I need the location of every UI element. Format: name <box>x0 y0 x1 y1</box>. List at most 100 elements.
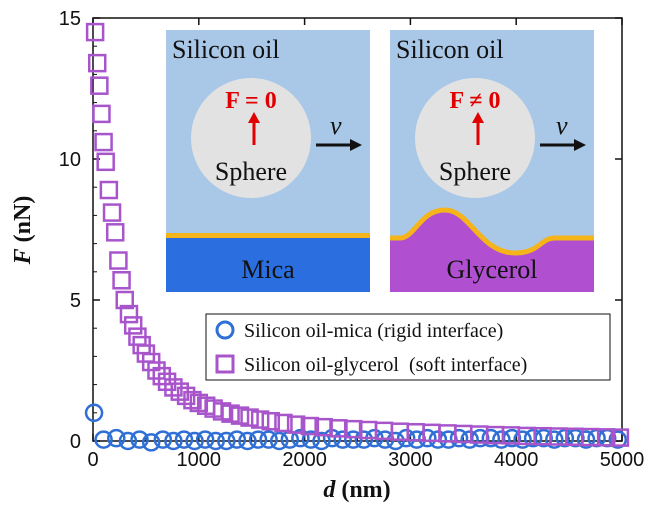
inset-soft-velocity-arrowhead <box>574 139 586 151</box>
inset-rigid-sphere-label: Sphere <box>215 157 287 186</box>
inset-soft-force-label: F ≠ 0 <box>450 88 501 114</box>
x-axis-unit: (nm) <box>341 477 390 503</box>
inset-rigid-sphere <box>191 78 311 198</box>
legend-label-glycerol: Silicon oil-glycerol (soft interface) <box>244 354 527 376</box>
inset-rigid-force-arrowhead <box>248 112 260 123</box>
inset-soft: Silicon oil F ≠ 0 Sphere v Glycerol <box>390 30 594 292</box>
data-point-glycerol <box>90 76 109 95</box>
data-point-mica <box>418 428 437 448</box>
data-point-glycerol <box>123 316 143 335</box>
data-point-mica <box>396 428 416 448</box>
data-point-mica <box>301 430 321 449</box>
data-point-mica <box>576 430 596 449</box>
data-point-mica <box>84 403 104 423</box>
x-tick-label: 4000 <box>494 449 539 471</box>
x-axis-variable: d <box>323 477 336 503</box>
data-point-mica <box>164 431 183 451</box>
data-point-mica <box>217 431 236 451</box>
data-point-glycerol <box>92 104 111 124</box>
data-point-mica <box>386 431 405 451</box>
data-point-mica <box>130 430 149 449</box>
data-point-glycerol <box>183 390 202 410</box>
data-point-mica <box>492 430 511 449</box>
x-tick-label: 5000 <box>600 449 645 471</box>
x-tick-label: 2000 <box>282 449 327 471</box>
x-tick-label: 1000 <box>177 449 222 471</box>
inset-rigid-substrate <box>166 237 370 292</box>
data-point-mica <box>545 430 564 449</box>
inset-soft-velocity-label: v <box>556 111 568 140</box>
data-point-glycerol <box>96 152 115 172</box>
data-point-mica <box>238 431 257 451</box>
data-point-mica <box>460 430 479 449</box>
data-point-glycerol <box>157 372 177 392</box>
legend-box <box>205 313 611 381</box>
legend: Silicon oil-mica (rigid interface) Silic… <box>205 313 611 381</box>
x-axis-label: d (nm) <box>323 477 390 503</box>
data-point-mica <box>449 428 469 448</box>
inset-rigid-force-label: F = 0 <box>225 88 276 114</box>
y-tick-label: 0 <box>70 431 81 453</box>
data-point-mica <box>312 431 331 451</box>
data-point-mica <box>608 430 628 449</box>
data-point-mica <box>523 428 543 448</box>
data-point-glycerol <box>87 53 107 73</box>
data-point-mica <box>153 430 173 449</box>
data-point-mica <box>344 430 363 449</box>
inset-soft-substrate <box>390 212 594 292</box>
y-tick-label: 15 <box>59 8 81 30</box>
data-point-mica <box>259 430 278 449</box>
inset-soft-sphere-label: Sphere <box>439 157 511 186</box>
data-point-mica <box>291 428 310 448</box>
data-point-mica <box>174 430 194 449</box>
data-point-glycerol <box>109 251 128 270</box>
data-point-glycerol <box>230 406 250 425</box>
inset-rigid-substrate-label: Mica <box>241 255 295 284</box>
data-point-glycerol <box>240 408 259 427</box>
inset-soft-fluid-label: Silicon oil <box>396 35 504 64</box>
y-axis-label: F (nN) <box>10 196 36 266</box>
data-point-glycerol <box>300 416 320 436</box>
data-point-mica <box>513 430 532 449</box>
data-point-glycerol <box>99 180 119 200</box>
data-point-glycerol <box>94 132 113 152</box>
series-glycerol <box>85 22 630 447</box>
data-point-glycerol <box>274 413 293 433</box>
data-point-mica <box>107 428 126 448</box>
data-point-glycerol <box>286 415 306 434</box>
data-point-mica <box>248 430 268 449</box>
data-point-mica <box>555 428 575 448</box>
inset-rigid-velocity-label: v <box>330 111 342 140</box>
data-point-glycerol <box>596 428 616 447</box>
x-tick-label: 3000 <box>388 449 433 471</box>
y-axis-unit: (nN) <box>10 196 36 243</box>
data-point-glycerol <box>85 22 105 42</box>
y-tick-label: 10 <box>59 149 81 171</box>
y-axis-variable: F <box>10 248 36 265</box>
data-point-glycerol <box>115 290 134 310</box>
inset-rigid-interface <box>166 233 370 238</box>
data-point-mica <box>481 428 501 448</box>
data-point-glycerol <box>250 410 270 429</box>
data-point-mica <box>185 431 204 451</box>
inset-soft-interface <box>390 207 594 256</box>
data-point-mica <box>333 430 352 449</box>
data-point-mica <box>206 431 225 451</box>
data-point-mica <box>227 430 247 449</box>
legend-marker-glycerol <box>215 354 235 374</box>
inset-soft-substrate-label: Glycerol <box>447 255 538 284</box>
legend-marker-mica <box>215 320 235 340</box>
data-point-mica <box>118 431 138 451</box>
data-point-glycerol <box>152 366 172 386</box>
data-point-glycerol <box>261 412 280 431</box>
inset-rigid-velocity-arrowhead <box>350 139 362 151</box>
inset-rigid: Silicon oil F = 0 Sphere v Mica <box>166 30 370 292</box>
data-point-glycerol <box>105 223 125 242</box>
data-point-mica <box>195 430 215 449</box>
legend-label-mica: Silicon oil-mica (rigid interface) <box>244 320 503 342</box>
inset-soft-force-arrowhead <box>472 112 484 123</box>
x-tick-label: 0 <box>87 449 98 471</box>
data-point-mica <box>141 433 161 452</box>
